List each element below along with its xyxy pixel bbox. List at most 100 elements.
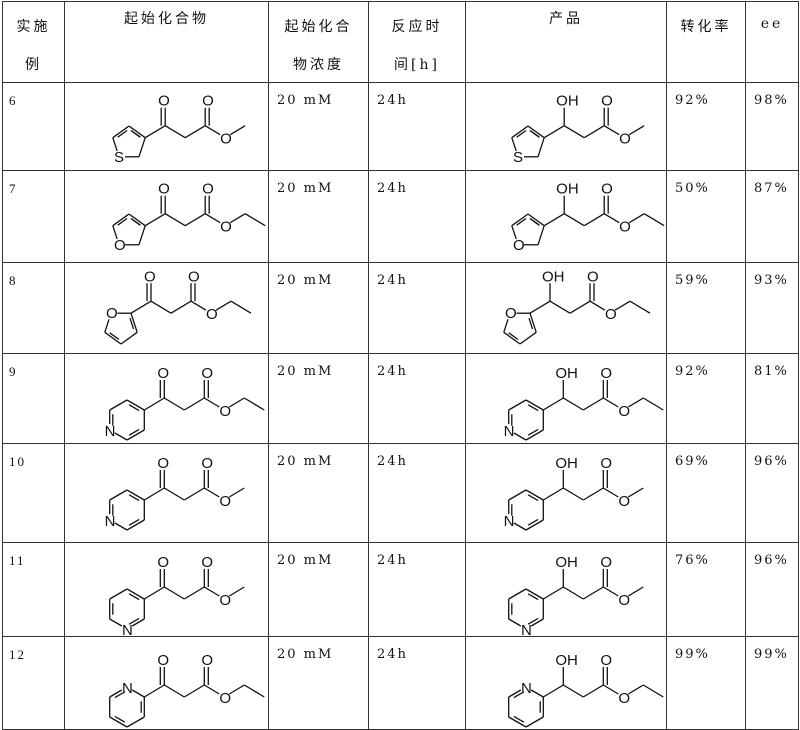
svg-text:O: O	[114, 237, 126, 254]
svg-text:O: O	[618, 592, 630, 609]
concentration: 20 mM	[268, 262, 369, 354]
svg-text:O: O	[220, 219, 232, 236]
svg-text:O: O	[158, 181, 170, 198]
svg-text:O: O	[106, 305, 118, 322]
example-number-text: 8	[9, 273, 18, 288]
svg-text:O: O	[601, 181, 613, 198]
svg-text:N: N	[521, 622, 532, 635]
svg-text:OH: OH	[542, 268, 565, 285]
concentration-text: 20 mM	[277, 93, 334, 108]
concentration: 20 mM	[268, 170, 369, 263]
reaction-time: 24h	[368, 353, 466, 444]
svg-text:O: O	[157, 652, 169, 669]
header-row: 实施 例 起始化合物 起始化合 物浓度 反应时 间[h] 产品 转化率 ee	[2, 1, 799, 83]
svg-text:O: O	[619, 219, 631, 236]
svg-text:O: O	[157, 365, 169, 382]
ee-value-text: 98%	[754, 93, 789, 108]
conversion: 92%	[666, 82, 746, 171]
header-starting-compound: 起始化合物	[64, 1, 269, 83]
ee-value: 99%	[745, 636, 799, 730]
svg-text:N: N	[104, 423, 115, 440]
header-concentration: 起始化合 物浓度	[268, 1, 369, 83]
svg-text:N: N	[104, 513, 115, 530]
ee-value: 96%	[745, 542, 799, 637]
svg-text:O: O	[600, 554, 612, 571]
svg-text:O: O	[201, 455, 213, 472]
svg-text:O: O	[618, 403, 630, 420]
svg-text:O: O	[600, 652, 612, 669]
svg-text:O: O	[220, 131, 232, 148]
svg-text:O: O	[219, 493, 231, 510]
svg-text:O: O	[187, 268, 199, 285]
example-number-text: 10	[9, 454, 26, 469]
svg-text:O: O	[205, 306, 217, 323]
ee-value-text: 93%	[754, 273, 789, 288]
conversion: 69%	[666, 443, 746, 543]
reaction-time: 24h	[368, 636, 466, 730]
svg-text:O: O	[202, 93, 214, 110]
svg-text:O: O	[201, 554, 213, 571]
svg-text:S: S	[114, 149, 124, 166]
ee-value-text: 99%	[754, 647, 789, 662]
svg-text:O: O	[143, 268, 155, 285]
ee-value: 87%	[745, 170, 799, 263]
ee-value: 96%	[745, 443, 799, 543]
reaction-time-text: 24h	[377, 364, 408, 379]
svg-text:O: O	[157, 554, 169, 571]
concentration-text: 20 mM	[277, 553, 334, 568]
svg-text:O: O	[219, 690, 231, 707]
ee-value: 81%	[745, 353, 799, 444]
ee-value-text: 87%	[754, 181, 789, 196]
reaction-time: 24h	[368, 443, 466, 543]
concentration: 20 mM	[268, 636, 369, 730]
ee-value-text: 96%	[754, 553, 789, 568]
example-number: 9	[2, 353, 65, 444]
product-structure: O O O OH	[465, 170, 667, 263]
conversion-text: 69%	[675, 454, 710, 469]
example-number: 7	[2, 170, 65, 263]
svg-text:N: N	[122, 622, 133, 635]
svg-text:O: O	[513, 237, 525, 254]
header-reaction-time: 反应时 间[h]	[368, 1, 466, 83]
reaction-time-text: 24h	[377, 273, 408, 288]
header-example: 实施 例	[2, 1, 65, 83]
reaction-time-text: 24h	[377, 93, 408, 108]
svg-text:O: O	[618, 690, 630, 707]
ee-value: 98%	[745, 82, 799, 171]
product-structure-icon: O O O OH	[511, 181, 665, 254]
concentration: 20 mM	[268, 353, 369, 444]
svg-text:N: N	[504, 423, 515, 440]
svg-text:O: O	[505, 305, 517, 322]
svg-text:OH: OH	[556, 93, 579, 110]
reaction-time-text: 24h	[377, 181, 408, 196]
ee-value-text: 96%	[754, 454, 789, 469]
conversion-text: 76%	[675, 553, 710, 568]
conversion: 50%	[666, 170, 746, 263]
ee-value-text: 81%	[754, 364, 789, 379]
svg-text:O: O	[619, 131, 631, 148]
svg-text:OH: OH	[555, 652, 578, 669]
svg-text:O: O	[587, 268, 599, 285]
example-number-text: 9	[9, 364, 18, 379]
svg-text:OH: OH	[556, 181, 579, 198]
example-number: 12	[2, 636, 65, 730]
